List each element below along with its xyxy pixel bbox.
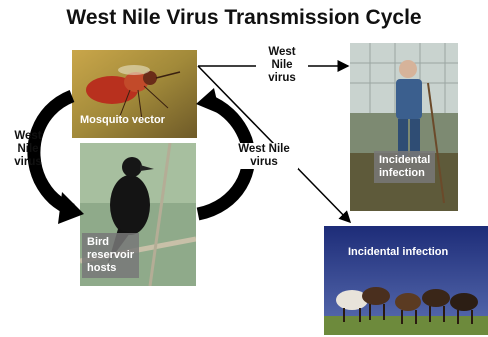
- bird-caption: Bird reservoir hosts: [82, 233, 140, 278]
- bird-photo: Bird reservoir hosts: [80, 143, 196, 286]
- right-cycle-arrowhead: [196, 88, 220, 114]
- human-photo: Incidental infection: [350, 43, 458, 211]
- label-virus-right-cycle: West Nile virus: [230, 143, 298, 169]
- mosquito-photo: Mosquito vector: [72, 50, 197, 138]
- diagram-title: West Nile Virus Transmission Cycle: [66, 6, 422, 29]
- mosquito-image: [72, 50, 197, 138]
- human-image: [350, 43, 458, 211]
- human-caption: Incidental infection: [374, 151, 436, 183]
- mosquito-caption: Mosquito vector: [80, 114, 165, 126]
- horses-caption: Incidental infection: [348, 246, 449, 258]
- label-virus-to-human: West Nile virus: [256, 46, 308, 85]
- horses-image: [324, 226, 488, 335]
- horses-photo: Incidental infection: [324, 226, 488, 335]
- label-virus-left-cycle: West Nile virus: [14, 130, 42, 168]
